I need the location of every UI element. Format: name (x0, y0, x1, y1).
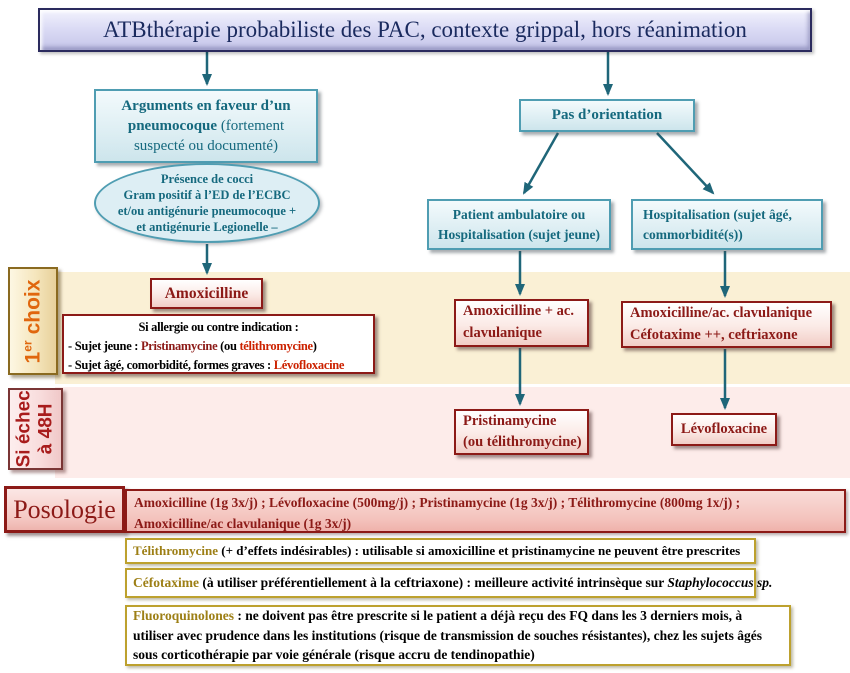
levofloxacine-text: Lévofloxacine (680, 421, 768, 437)
cefotaxime-note-drug: Céfotaxime (133, 575, 199, 590)
allergy-title: Si allergie ou contre indication : (138, 320, 299, 334)
amoxicillin-box: Amoxicilline (150, 278, 263, 309)
arrow-to-ambulatory (522, 132, 560, 195)
failure-label-line-2: à 48H (35, 403, 57, 455)
posology-text-box: Amoxicilline (1g 3x/j) ; Lévofloxacine (… (125, 489, 846, 533)
ellipse-line-4: et antigénurie Legionelle – (136, 220, 278, 234)
telithromycine-note-drug: Télithromycine (133, 543, 218, 558)
telithromycine-note-text: Télithromycine (+ d’effets indésirables)… (133, 543, 740, 559)
hospital-box: Hospitalisation (sujet âgé, commorbidité… (631, 199, 823, 250)
first-choice-word: choix (21, 279, 45, 334)
first-choice-sup: er (20, 339, 35, 352)
arrow-to-hospital (656, 132, 715, 195)
allergy-young-prefix: - Sujet jeune : (68, 338, 141, 353)
hospital-line-2: commorbidité(s)) (643, 226, 743, 242)
failure-48h-label: Si échec à 48H (8, 388, 63, 470)
posology-line-1: Amoxicilline (1g 3x/j) ; Lévofloxacine (… (134, 495, 741, 510)
first-choice-label: 1er choix (8, 267, 58, 375)
posology-label: Posologie (4, 486, 125, 533)
ellipse-line-3: et/ou antigénurie pneumocoque + (117, 204, 297, 218)
pneumococcus-box: Arguments en faveur d’un pneumocoque (fo… (94, 89, 318, 163)
amox-clav-line-1: Amoxicilline + ac. (463, 303, 574, 320)
telithromycine-note: Télithromycine (+ d’effets indésirables)… (125, 538, 756, 564)
allergy-young-mid: (ou (217, 338, 240, 353)
pristinamycine-box: Pristinamycine (ou télithromycine) (454, 409, 589, 455)
amox-clav-box: Amoxicilline + ac. clavulanique (454, 299, 589, 347)
telithromycine-note-body: (+ d’effets indésirables) : utilisable s… (217, 543, 741, 558)
amoxicillin-text: Amoxicilline (164, 284, 249, 302)
fluoroquinolones-note-drug: Fluoroquinolones (133, 608, 235, 624)
allergy-box: Si allergie ou contre indication : - Suj… (62, 314, 375, 374)
allergy-young-drug2: télithromycine (239, 338, 313, 353)
allergy-old-drug: Lévofloxacine (273, 357, 345, 372)
allergy-young-suffix: ) (312, 338, 317, 353)
amox-clav-cefotaxime-box: Amoxicilline/ac. clavulanique Céfotaxime… (621, 301, 832, 348)
ellipse-line-1: Présence de cocci (160, 172, 254, 186)
allergy-young-line: - Sujet jeune : Pristinamycine (ou télit… (68, 337, 369, 356)
levofloxacine-box: Lévofloxacine (671, 413, 777, 446)
hospital-line-1: Hospitalisation (sujet âgé, (643, 206, 792, 222)
fluoroquinolones-note: Fluoroquinolones : ne doivent pas être p… (125, 605, 791, 666)
cefotaxime-note: Céfotaxime (à utiliser préférentiellemen… (125, 568, 772, 598)
ambulatory-line-2: Hospitalisation (sujet jeune) (438, 226, 600, 242)
page-title: ATBthérapie probabiliste des PAC, contex… (38, 8, 812, 52)
pristinamycine-line-1: Pristinamycine (463, 412, 557, 429)
amox-cefo-line-1: Amoxicilline/ac. clavulanique (630, 304, 813, 321)
failure-48h-label-text: Si échec à 48H (14, 390, 58, 467)
first-choice-label-text: 1er choix (21, 279, 46, 363)
cefotaxime-note-body: (à utiliser préférentiellement à la ceft… (198, 575, 668, 590)
amox-cefo-line-2: Céfotaxime ++, ceftriaxone (630, 326, 798, 343)
no-orientation-box: Pas d’orientation (519, 99, 695, 132)
ambulatory-line-1: Patient ambulatoire ou (452, 206, 586, 222)
posology-line-2: Amoxicilline/ac clavulanique (1g 3x/j) (134, 515, 352, 531)
no-orientation-text: Pas d’orientation (551, 107, 663, 123)
posology-label-text: Posologie (13, 494, 116, 524)
pneumococcus-normal-text: (fortement suspecté ou documenté) (133, 117, 285, 155)
pristinamycine-line-2: (ou télithromycine) (463, 434, 582, 450)
cefotaxime-note-italic: Staphylococcus sp. (667, 575, 773, 590)
allergy-old-line: - Sujet âgé, comorbidité, formes graves … (68, 356, 369, 375)
first-choice-number: 1 (21, 351, 45, 363)
allergy-young-drug: Pristinamycine (140, 338, 218, 353)
pneumococcus-bold-text: Arguments en faveur d’un pneumocoque (121, 97, 291, 134)
amox-clav-line-2: clavulanique (463, 325, 542, 341)
evidence-ellipse: Présence de cocci Gram positif à l’ED de… (94, 163, 320, 243)
fluoroquinolones-note-body: : ne doivent pas être prescrite si le pa… (133, 608, 762, 663)
cefotaxime-note-text: Céfotaxime (à utiliser préférentiellemen… (133, 575, 772, 591)
page-title-text: ATBthérapie probabiliste des PAC, contex… (103, 17, 747, 42)
ambulatory-box: Patient ambulatoire ou Hospitalisation (… (427, 199, 611, 250)
ellipse-line-2: Gram positif à l’ED de l’ECBC (123, 188, 291, 202)
allergy-old-prefix: - Sujet âgé, comorbidité, formes graves … (68, 357, 274, 372)
pneumococcus-box-text: Arguments en faveur d’un pneumocoque (fo… (102, 96, 310, 157)
failure-label-line-1: Si échec (13, 390, 35, 468)
fluoroquinolones-note-text: Fluoroquinolones : ne doivent pas être p… (133, 606, 783, 665)
